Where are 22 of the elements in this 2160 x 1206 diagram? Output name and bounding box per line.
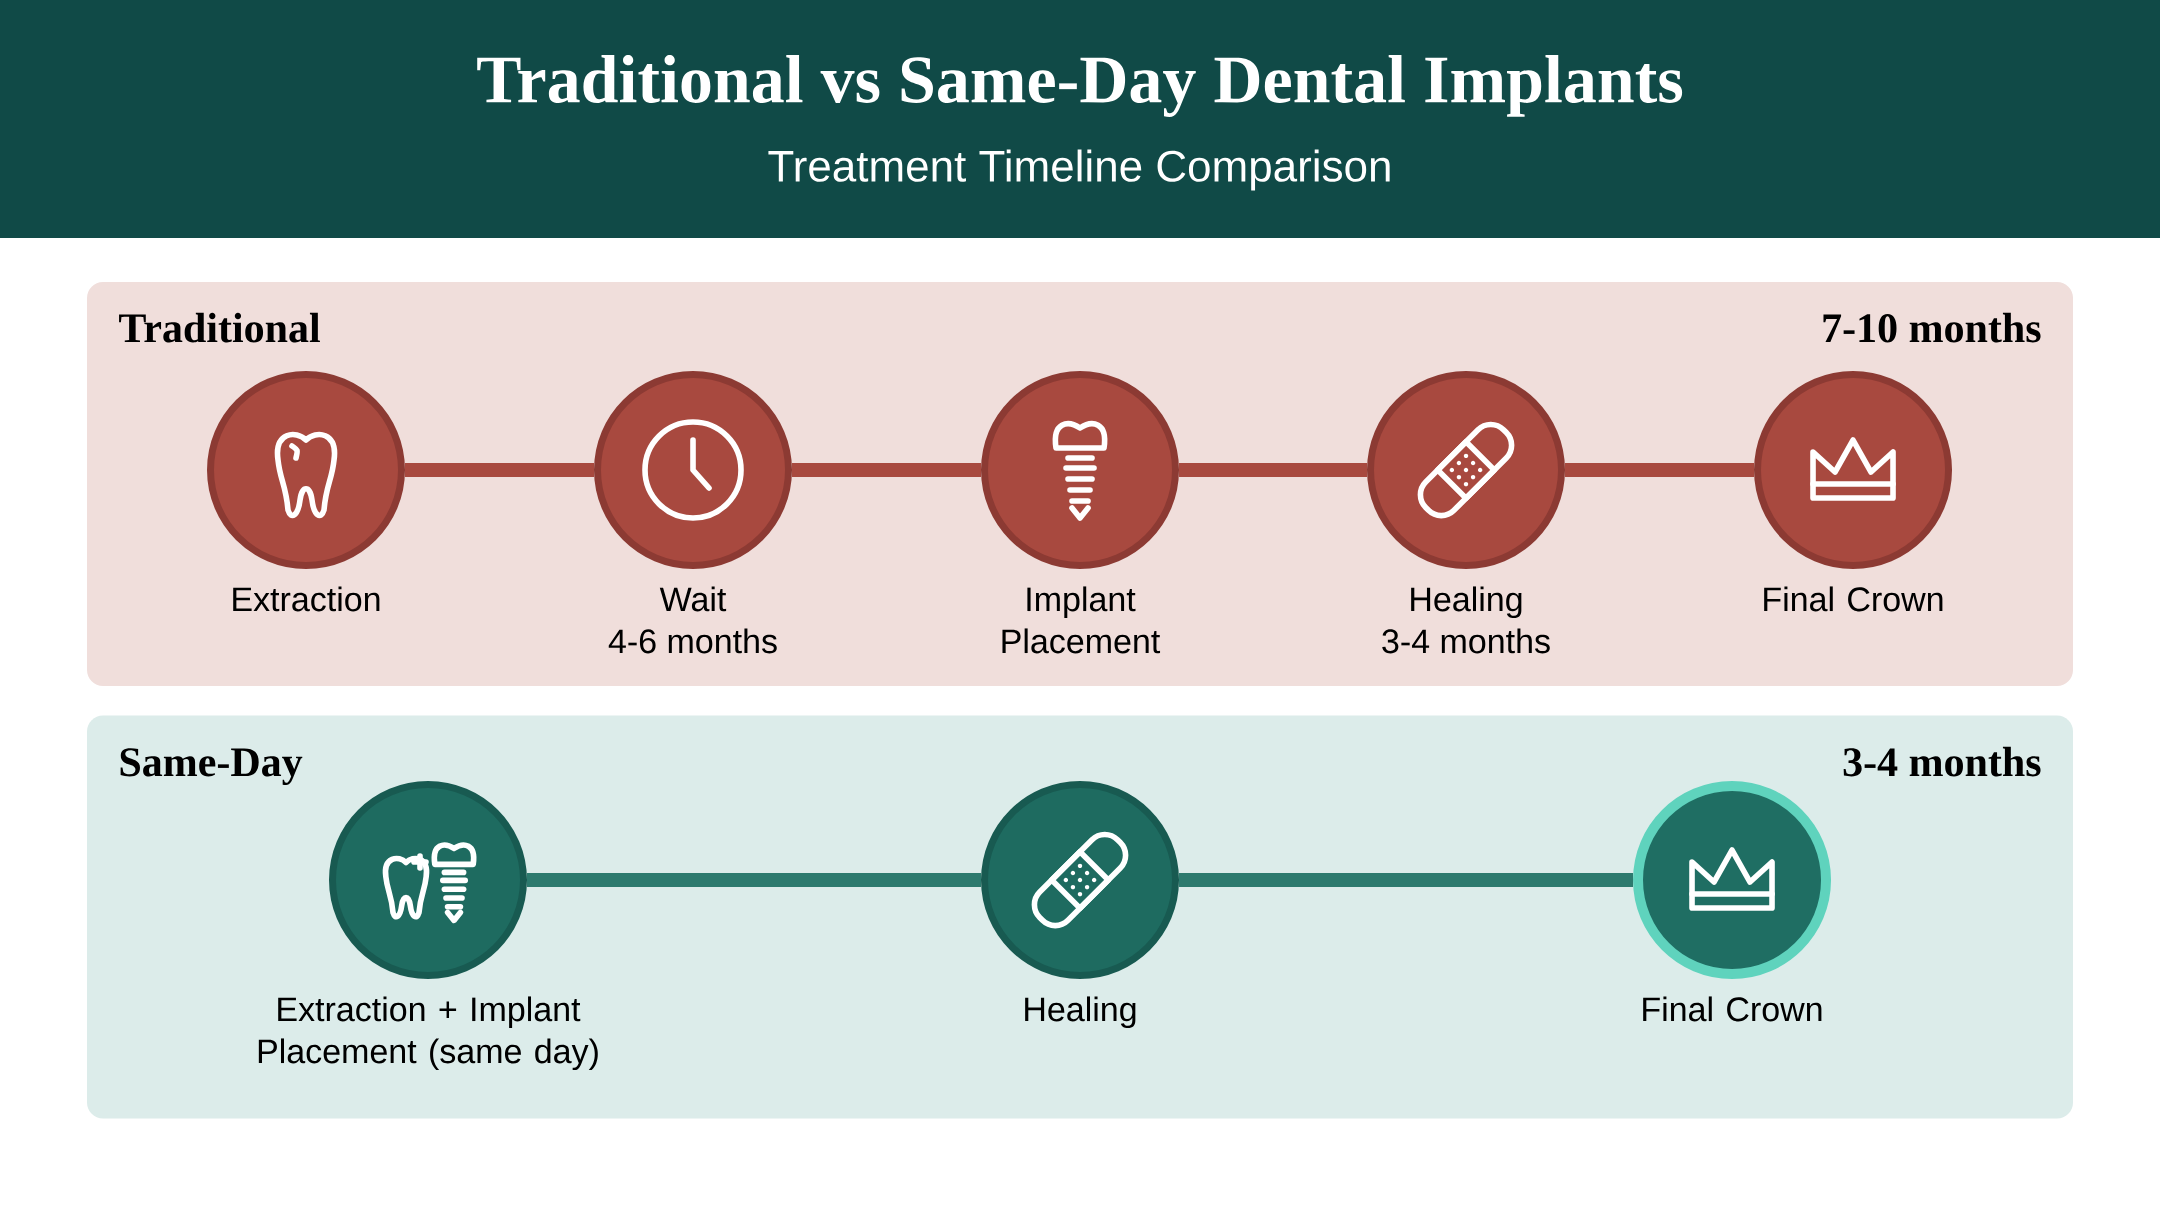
step-label: Extraction + Implant Placement (same day) [258, 996, 598, 1071]
step-label: Healing [1025, 996, 1136, 1029]
duration-label: 4-6 months [608, 628, 777, 654]
connector-line [405, 463, 594, 477]
step-label: Wait [659, 586, 727, 612]
step-label: Final Crown [1643, 996, 1822, 1022]
step-label: Final Crown [1764, 586, 1943, 612]
connector-line [527, 873, 981, 887]
duration-label: 3-4 months [1843, 746, 2041, 777]
connector-line [1565, 463, 1754, 477]
subtitle: Treatment Timeline Comparison [768, 149, 1390, 191]
step-label: Implant Placement [1002, 586, 1161, 654]
title: Traditional vs Same-Day Dental Implants [477, 55, 1683, 117]
panel-heading: Traditional [119, 312, 320, 343]
connector-line [792, 463, 981, 477]
panel-heading: Same-Day [120, 748, 303, 786]
duration-label: 7-10 months [1823, 312, 2041, 343]
step-label: Healing [1411, 586, 1522, 619]
connector-line [1179, 463, 1367, 477]
connector-line [1179, 873, 1633, 887]
step-label: Extraction [233, 586, 380, 612]
duration-label: 3-4 months [1382, 628, 1550, 654]
